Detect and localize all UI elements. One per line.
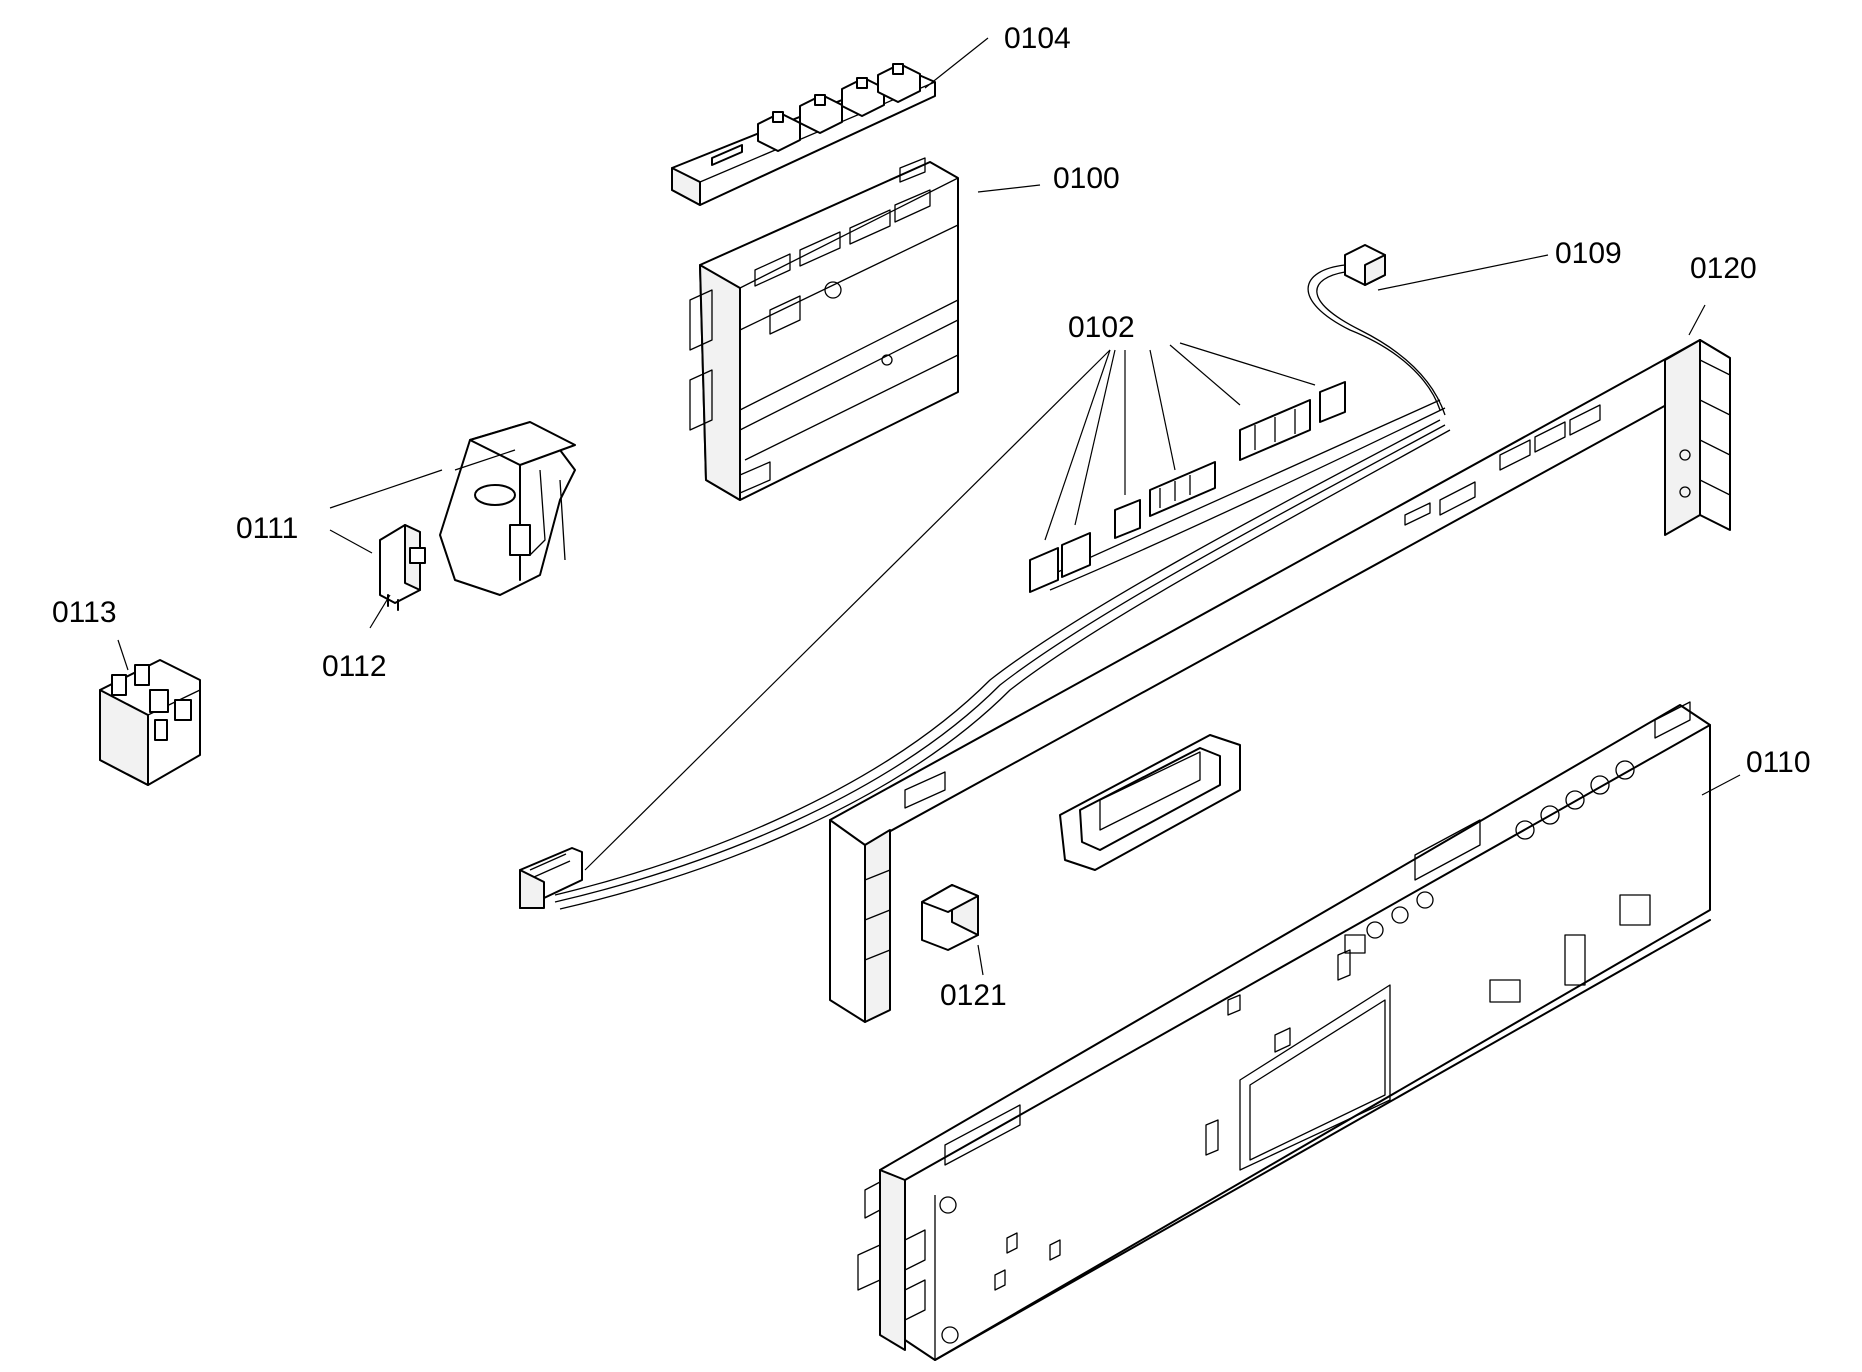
leader-lines xyxy=(117,37,1741,976)
part-0120-inner-frame xyxy=(829,339,1731,1023)
label-0120: 0120 xyxy=(1690,252,1757,285)
part-labels: 0104 0100 0109 0120 0102 0111 0113 0112 … xyxy=(52,22,1811,1012)
part-0112-micro-switch xyxy=(379,524,426,611)
part-0109-cable xyxy=(1307,244,1446,416)
label-0109: 0109 xyxy=(1555,237,1622,270)
label-0113: 0113 xyxy=(52,596,117,629)
label-0102: 0102 xyxy=(1068,311,1135,344)
label-0121: 0121 xyxy=(940,979,1007,1012)
part-0121-small-block xyxy=(921,884,979,951)
part-0100-control-module xyxy=(689,157,959,501)
label-0111: 0111 xyxy=(236,512,298,545)
part-0102-cable-harness xyxy=(519,381,1451,910)
label-0110: 0110 xyxy=(1746,746,1811,779)
label-0100: 0100 xyxy=(1053,162,1120,195)
part-0111-door-lock xyxy=(439,421,576,596)
label-0112: 0112 xyxy=(322,650,387,683)
part-0110-front-panel xyxy=(857,701,1711,1361)
part-0104-switch-strip xyxy=(671,63,936,206)
label-0104: 0104 xyxy=(1004,22,1071,55)
part-0113-relay-block xyxy=(99,659,201,786)
